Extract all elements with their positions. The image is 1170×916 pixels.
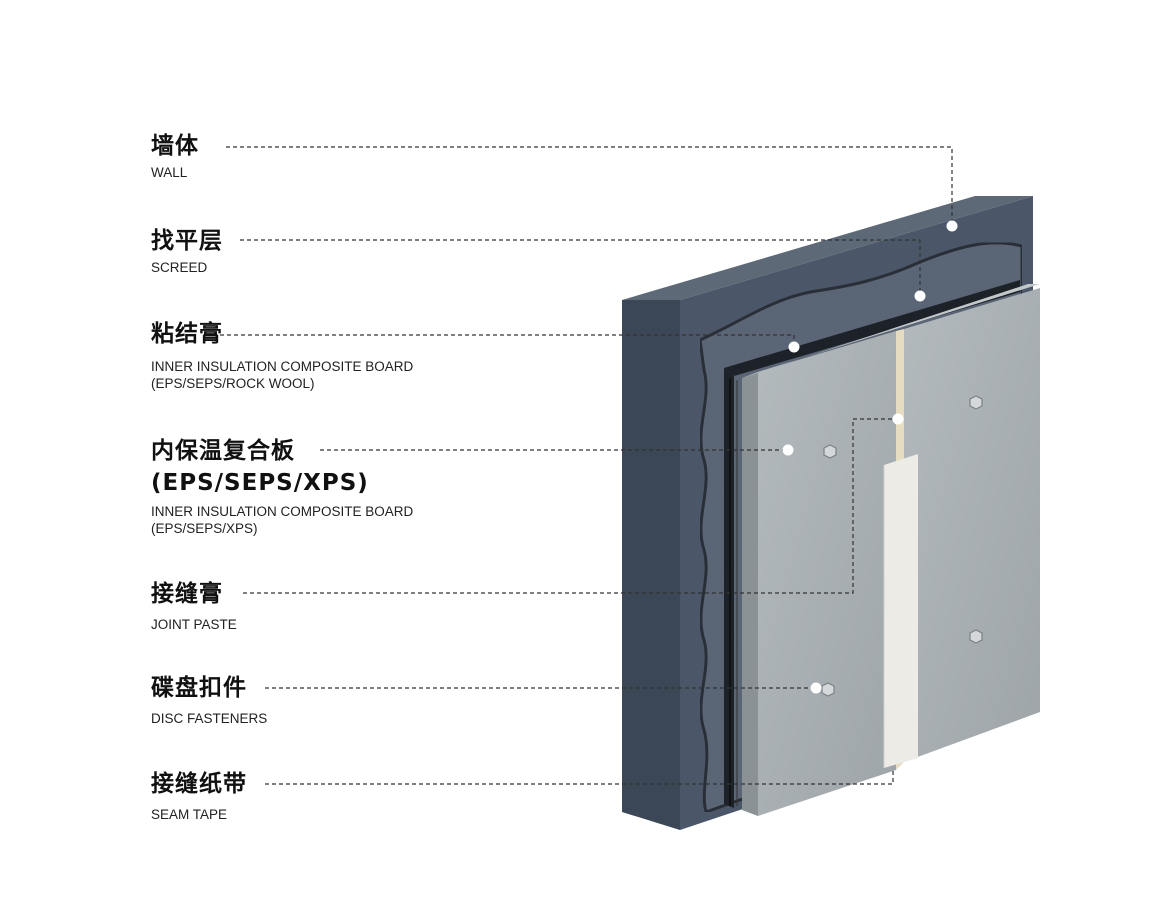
leader-wall [226, 146, 953, 224]
label-tape-zh: 接缝纸带 [151, 771, 247, 797]
leader-tape [265, 768, 894, 785]
seam-tape [884, 454, 918, 768]
board-panel-right [904, 288, 1040, 762]
leader-screed [240, 239, 921, 295]
board-panel-left [758, 331, 896, 816]
label-joint-en: JOINT PASTE [151, 617, 237, 632]
leader-joint [243, 418, 898, 594]
dot-screed [914, 290, 926, 302]
disc-fasteners [821, 395, 983, 697]
label-screed-en: SCREED [151, 260, 208, 275]
board-left-edge [742, 372, 758, 816]
label-adhesive-en: INNER INSULATION COMPOSITE BOARD [151, 359, 414, 374]
dot-wall [946, 220, 958, 232]
fastener-1 [823, 444, 837, 459]
dot-fastener [810, 682, 822, 694]
label-screed: 找平层 SCREED [151, 227, 223, 276]
label-screed-zh: 找平层 [151, 228, 223, 254]
label-wall: 墙体 WALL [151, 132, 199, 181]
label-board-zh2: (EPS/SEPS/XPS) [151, 470, 369, 496]
label-fastener-en: DISC FASTENERS [151, 711, 268, 726]
fastener-4 [821, 682, 835, 697]
label-wall-en: WALL [151, 165, 188, 180]
label-fastener-zh: 碟盘扣件 [151, 675, 247, 701]
callout-dots [782, 220, 958, 694]
label-adhesive-en2: (EPS/SEPS/ROCK WOOL) [151, 376, 315, 391]
insulation-board [742, 284, 1040, 816]
label-wall-zh: 墙体 [151, 133, 199, 159]
label-adhesive-zh: 粘结膏 [151, 321, 223, 347]
label-joint-zh: 接缝膏 [151, 581, 223, 607]
fastener-2 [969, 395, 983, 410]
label-tape-en: SEAM TAPE [151, 807, 228, 822]
label-adhesive: 粘结膏 INNER INSULATION COMPOSITE BOARD (EP… [151, 320, 413, 392]
label-board-zh: 内保温复合板 [151, 438, 295, 464]
dot-joint [892, 413, 904, 425]
label-board: 内保温复合板 (EPS/SEPS/XPS) INNER INSULATION C… [151, 437, 413, 537]
dot-adhesive [788, 341, 800, 353]
dot-board [782, 444, 794, 456]
label-joint: 接缝膏 JOINT PASTE [151, 580, 237, 633]
wall-left-side [622, 300, 680, 830]
label-board-en2: (EPS/SEPS/XPS) [151, 521, 258, 536]
label-fastener: 碟盘扣件 DISC FASTENERS [151, 674, 267, 727]
wall-top-face [622, 196, 1033, 300]
fastener-3 [969, 629, 983, 644]
label-board-en: INNER INSULATION COMPOSITE BOARD [151, 504, 414, 519]
label-tape: 接缝纸带 SEAM TAPE [151, 770, 247, 823]
